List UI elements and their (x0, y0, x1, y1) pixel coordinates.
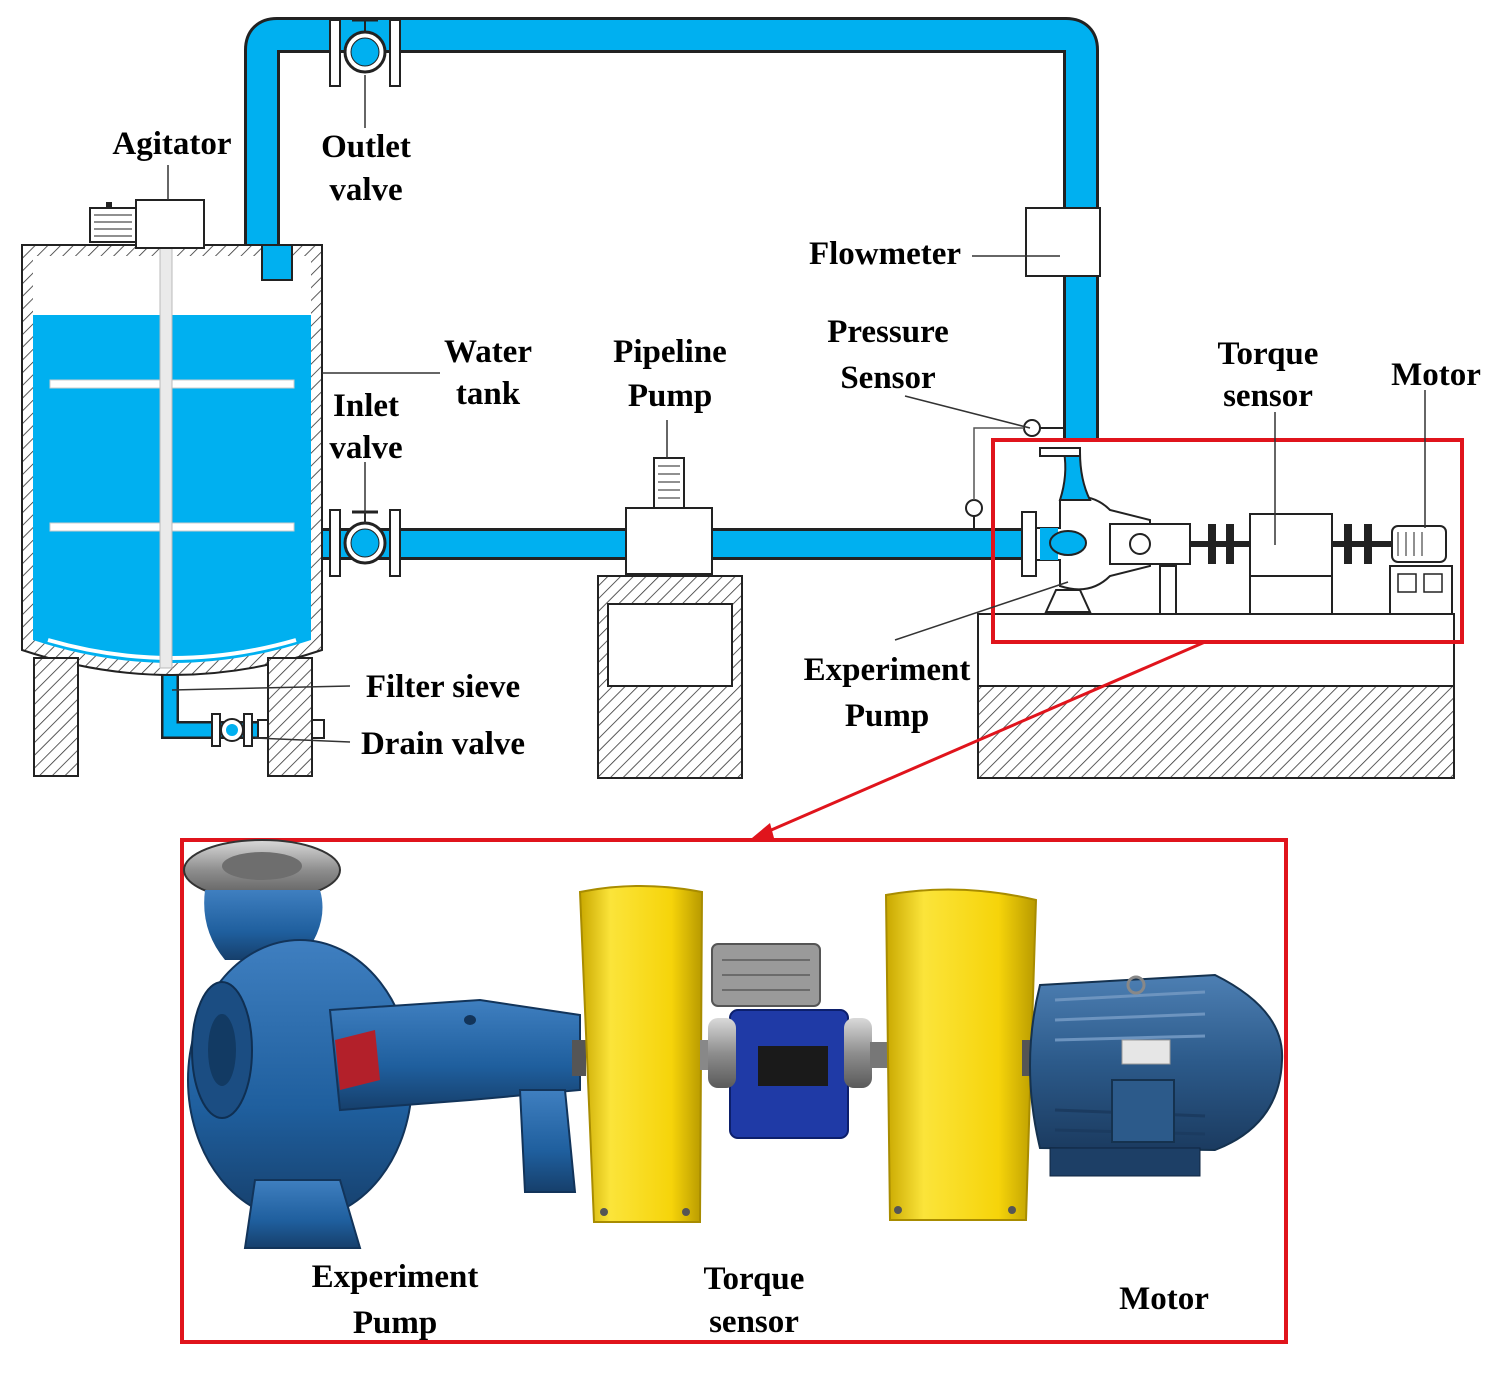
coupling-guard-left (578, 885, 704, 1223)
drain-valve (211, 713, 253, 747)
label-motor: Motor (1391, 357, 1481, 393)
label-drain-valve: Drain valve (361, 726, 525, 762)
label-experiment-pump-line2: Pump (845, 698, 929, 734)
pressure-sensor (965, 419, 1064, 530)
label-pressure-sensor-line1: Pressure (827, 314, 949, 350)
experiment-pump-drawing (1021, 447, 1252, 615)
label-torque-sensor-line2: sensor (1223, 378, 1313, 414)
label-outlet-valve-line2: valve (329, 172, 402, 208)
label-water-tank-line1: Water (444, 334, 532, 370)
label-pressure-sensor-line2: Sensor (840, 360, 935, 396)
agitator (89, 199, 205, 249)
flowmeter (1025, 207, 1101, 277)
photo-label-torque-sensor-line2: sensor (709, 1304, 799, 1340)
motor-drawing (1389, 525, 1453, 615)
torque-sensor-drawing (1249, 513, 1392, 615)
label-pipeline-pump-line2: Pump (628, 378, 712, 414)
photo-label-experiment-pump-line1: Experiment (312, 1259, 479, 1295)
test-bench-base (977, 613, 1455, 779)
return-pipe (244, 17, 1099, 440)
coupling-guard-right (884, 888, 1038, 1221)
label-experiment-pump-line1: Experiment (804, 652, 971, 688)
label-outlet-valve-line1: Outlet (321, 129, 411, 165)
outlet-valve (329, 18, 401, 87)
photo-inset: Experiment Pump Torque sensor Motor (180, 838, 1288, 1344)
torque-sensor-photo (700, 943, 888, 1139)
label-torque-sensor-line1: Torque (1218, 336, 1319, 372)
label-pipeline-pump-line1: Pipeline (613, 334, 727, 370)
zoom-highlight (752, 438, 1464, 838)
photo-label-experiment-pump-line2: Pump (353, 1305, 437, 1341)
experiment-pump-photo (183, 839, 586, 1249)
label-water-tank-line2: tank (456, 376, 521, 412)
photo-label-torque-sensor-line1: Torque (704, 1261, 805, 1297)
pipeline-pump (597, 457, 743, 779)
photo-label-motor: Motor (1119, 1281, 1209, 1317)
label-flowmeter: Flowmeter (809, 236, 961, 272)
label-inlet-valve-line1: Inlet (333, 388, 399, 424)
label-filter-sieve: Filter sieve (366, 669, 520, 705)
motor-photo (1022, 973, 1284, 1177)
leader-lines (167, 75, 1426, 743)
water-tank (21, 244, 323, 777)
label-agitator: Agitator (112, 126, 231, 162)
inlet-valve (329, 509, 401, 577)
label-inlet-valve-line2: valve (329, 430, 402, 466)
